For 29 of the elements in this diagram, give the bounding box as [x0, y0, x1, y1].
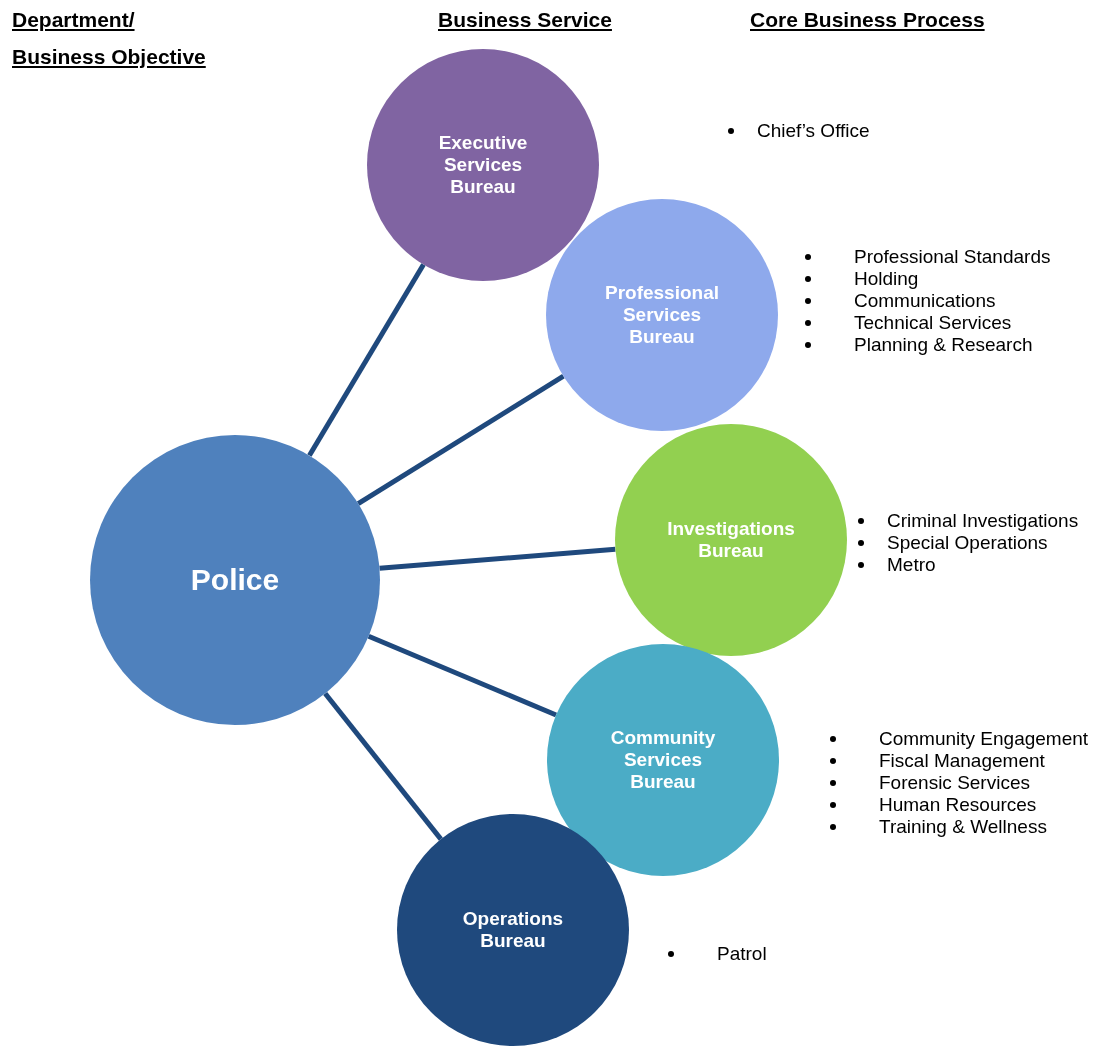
- process-item: Training & Wellness: [879, 816, 1047, 838]
- process-item: Human Resources: [879, 794, 1037, 816]
- process-item: Special Operations: [887, 532, 1048, 554]
- circle-label: Operations Bureau: [461, 908, 565, 952]
- process-item: Patrol: [717, 943, 767, 965]
- process-item: Criminal Investigations: [887, 510, 1079, 532]
- process-item: Community Engagement: [879, 728, 1089, 750]
- process-item: Holding: [854, 268, 919, 290]
- process-item: Technical Services: [854, 312, 1012, 334]
- circle-label: Executive Services Bureau: [437, 132, 529, 198]
- connector-line: [356, 374, 565, 506]
- circle-label: Community Services Bureau: [609, 727, 717, 793]
- process-item: Metro: [887, 554, 936, 576]
- circle-label: Investigations Bureau: [666, 518, 796, 562]
- process-item: Fiscal Management: [879, 750, 1045, 772]
- process-item: Planning & Research: [854, 334, 1033, 356]
- process-item: Forensic Services: [879, 772, 1030, 794]
- column-heading: Department/ Business Objective: [12, 7, 207, 70]
- column-heading: Core Business Process: [750, 7, 985, 33]
- connector-line: [323, 692, 443, 841]
- circle-label: Police: [190, 562, 280, 598]
- connector-line: [367, 633, 558, 718]
- column-heading: Business Service: [438, 7, 612, 33]
- connector-line: [379, 546, 616, 571]
- process-item: Chief’s Office: [757, 120, 870, 142]
- connector-line: [307, 263, 426, 457]
- process-item: Professional Standards: [854, 246, 1051, 268]
- process-item: Communications: [854, 290, 996, 312]
- circle-label: Professional Services Bureau: [603, 282, 720, 348]
